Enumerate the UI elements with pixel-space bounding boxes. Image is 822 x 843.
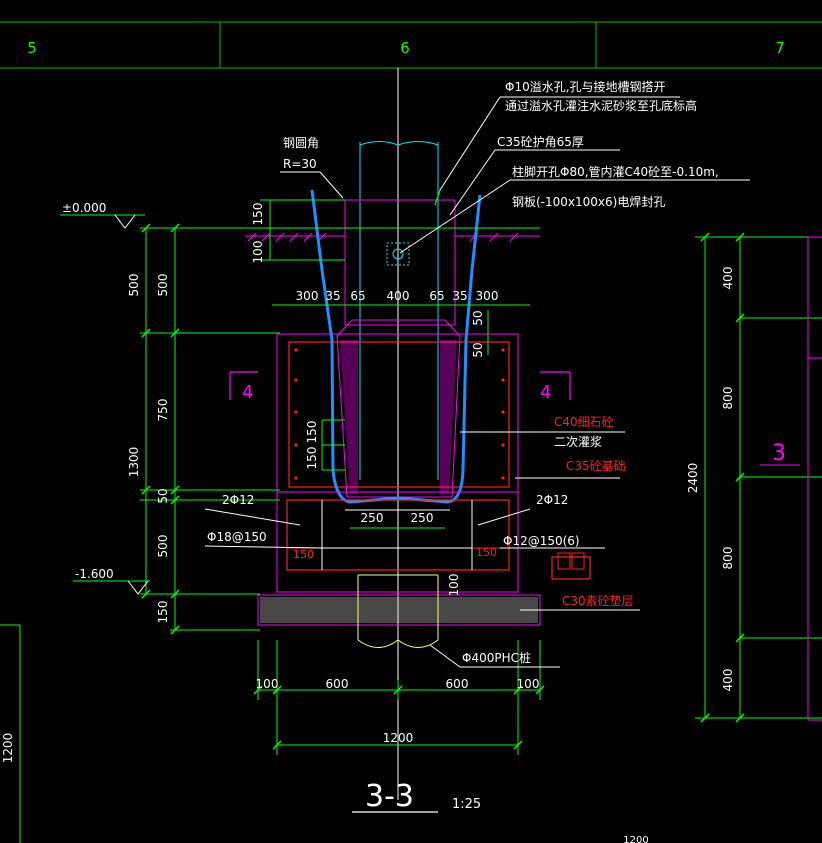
note-phc-pile: Φ400PHC桩	[462, 650, 531, 665]
phc-pile	[357, 574, 439, 648]
dim-bottom-100-left: 100	[256, 677, 279, 691]
dimension-ticks	[141, 223, 745, 750]
elevation-marker-bottom	[127, 580, 149, 595]
grout-cup	[336, 319, 461, 498]
dim-bottom-edge-1200: 1200	[623, 835, 648, 843]
note-drain-hole-2: 通过溢水孔灌注水泥砂浆至孔底标高	[505, 98, 697, 113]
dim-150-top: 150	[251, 203, 265, 226]
dim-150-bottom: 150	[156, 601, 170, 624]
dim-top-35-right: 35	[452, 289, 467, 303]
dim-top-400: 400	[387, 289, 410, 303]
dim-right-400-top: 400	[721, 267, 735, 290]
c35-protect-angle	[344, 199, 456, 326]
c30-cushion	[257, 594, 541, 626]
note-c30-cushion: C30素砼垫层	[562, 593, 634, 608]
note-drain-hole-1: Φ10溢水孔,孔与接地槽钢搭开	[505, 79, 666, 94]
note-rebar-2phi12-right: 2Φ12	[536, 493, 568, 507]
dim-500-b: 500	[156, 274, 170, 297]
note-radius: R=30	[283, 157, 317, 171]
dim-top-35-left: 35	[325, 289, 340, 303]
dim-1300: 1300	[127, 447, 141, 478]
elevation-top: ±0.000	[62, 201, 106, 215]
grid-axis-5: 5	[27, 39, 37, 57]
elevation-marker-top	[114, 214, 136, 229]
socket-blue-outline	[310, 189, 482, 504]
note-c40-grout: C40细石砼	[554, 415, 614, 429]
pile-cap	[276, 491, 519, 593]
grid-axis-7: 7	[775, 39, 785, 57]
section-scale: 1:25	[452, 797, 481, 812]
note-rebar-phi12: Φ12@150(6)	[503, 534, 580, 548]
leader-arrows-green	[434, 189, 441, 206]
note-c35-protect: C35砼护角65厚	[497, 135, 584, 149]
dim-500-c: 500	[156, 535, 170, 558]
rebar-symbol	[551, 556, 591, 580]
pedestal-rebar-cage	[288, 341, 510, 488]
dim-top-300-left: 300	[296, 289, 319, 303]
label-150-left: 150	[293, 548, 314, 561]
note-secondary-grout: 二次灌浆	[554, 434, 602, 449]
dim-right-800-bottom: 800	[721, 547, 735, 570]
dim-150-inner-b: 150	[305, 447, 319, 470]
right-mark-3: 3	[772, 441, 786, 466]
dim-100-top: 100	[251, 241, 265, 264]
section-title: 3-3	[365, 779, 414, 814]
dim-left-1200: 1200	[1, 733, 15, 764]
note-column-hole: 柱脚开孔Φ80,管内灌C40砼至-0.10m,	[512, 164, 719, 179]
steel-column	[359, 141, 439, 480]
note-rebar-2phi12-left: 2Φ12	[222, 493, 254, 507]
dim-bottom-600-right: 600	[446, 677, 469, 691]
dim-right-2400: 2400	[686, 463, 700, 494]
grid-axis-strip	[0, 21, 822, 69]
dim-bottom-600-left: 600	[326, 677, 349, 691]
section-mark-left: 4	[242, 382, 253, 403]
rebar-dots	[294, 348, 505, 480]
dim-50-right: 50	[471, 310, 485, 325]
dim-bottom-100-right: 100	[517, 677, 540, 691]
dim-250-right: 250	[411, 511, 434, 525]
section-mark-lines	[229, 371, 571, 400]
dim-total-1200: 1200	[383, 731, 414, 745]
dim-150-inner-a: 150	[305, 421, 319, 444]
note-rebar-phi18: Φ18@150	[207, 530, 267, 544]
note-chamfer: 钢圆角	[283, 136, 319, 150]
dim-500-a: 500	[127, 274, 141, 297]
right-partial-drawing	[807, 236, 822, 721]
dim-top-65-right: 65	[429, 289, 444, 303]
note-c35-foundation: C35砼基础	[566, 459, 626, 473]
dim-50-left: 50	[156, 488, 170, 503]
dim-right-400-bottom: 400	[721, 669, 735, 692]
grid-axis-6: 6	[400, 39, 410, 57]
dim-100-mid: 100	[447, 574, 461, 597]
section-mark-right: 4	[540, 382, 551, 403]
dim-50-right-2: 50	[471, 342, 485, 357]
dim-right-800-top: 800	[721, 387, 735, 410]
elevation-bottom: -1.600	[75, 567, 114, 581]
dim-top-65-left: 65	[350, 289, 365, 303]
dim-750: 750	[156, 399, 170, 422]
label-150-right: 150	[476, 546, 497, 559]
dim-250-left: 250	[361, 511, 384, 525]
note-steel-plate: 钢板(-100x100x6)电焊封孔	[512, 194, 665, 209]
leader-lines	[204, 96, 750, 668]
dim-top-300-right: 300	[476, 289, 499, 303]
